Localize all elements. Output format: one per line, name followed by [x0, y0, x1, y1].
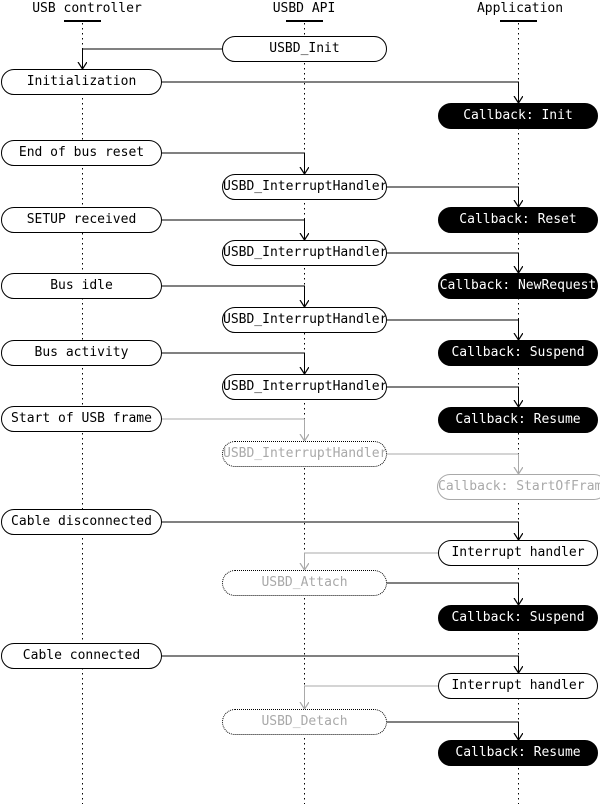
event-box-bus-activity: Bus activity — [1, 340, 162, 366]
event-box-end-of-bus-reset: End of bus reset — [1, 140, 162, 166]
connector-ih4-to-callback-resume — [387, 386, 519, 407]
connector-ih2-to-callback-newrequest — [387, 252, 519, 273]
api-box-usbd-interrupthandler-1: USBD_InterruptHandler — [222, 174, 387, 200]
connector-ih3-to-callback-suspend — [387, 319, 519, 340]
event-box-start-of-usb-frame: Start of USB frame — [1, 406, 162, 432]
connector-setup-to-ih2 — [162, 219, 305, 240]
connector-busactivity-to-ih4 — [162, 352, 305, 374]
connector-cableconnected-to-interrupthandler2 — [162, 655, 519, 673]
event-box-bus-idle: Bus idle — [1, 273, 162, 299]
callback-box-resume-2: Callback: Resume — [438, 740, 598, 766]
event-box-initialization: Initialization — [1, 69, 162, 95]
connector-ih1-to-callback-reset — [387, 186, 519, 207]
connector-usbddetach-to-callback-resume2 — [387, 721, 519, 740]
connector-interrupthandler1-to-usbdattach — [305, 552, 438, 570]
connector-usbdinit-to-initialization — [83, 48, 222, 69]
event-box-setup-received: SETUP received — [1, 207, 162, 233]
callback-box-startofframe: Callback: StartOfFrame — [437, 474, 600, 500]
lane-header-application: Application — [476, 1, 564, 16]
lane-header-usb-controller: USB controller — [32, 1, 142, 16]
callback-box-init: Callback: Init — [438, 103, 598, 129]
api-box-usbd-interrupthandler-3: USBD_InterruptHandler — [222, 307, 387, 333]
lane-underline-application — [500, 20, 537, 22]
api-box-usbd-interrupthandler-inactive: USBD_InterruptHandler — [222, 441, 387, 467]
callback-box-newrequest: Callback: NewRequest — [438, 273, 598, 299]
connector-ih5-to-callback-startofframe — [387, 453, 519, 474]
api-box-usbd-init: USBD_Init — [222, 36, 387, 62]
lane-underline-usbd-api — [286, 20, 323, 22]
api-box-usbd-attach: USBD_Attach — [222, 570, 387, 596]
api-box-usbd-detach: USBD_Detach — [222, 709, 387, 735]
connector-busidle-to-ih3 — [162, 285, 305, 307]
lane-underline-usb-controller — [64, 20, 101, 22]
callback-box-suspend-1: Callback: Suspend — [438, 340, 598, 366]
interrupt-handler-box-2: Interrupt handler — [438, 673, 598, 699]
connector-usbdattach-to-callback-suspend2 — [387, 582, 519, 605]
connector-busreset-to-ih1 — [162, 152, 305, 174]
interrupt-handler-box-1: Interrupt handler — [438, 540, 598, 566]
connector-cabledisconnected-to-interrupthandler1 — [162, 521, 519, 540]
api-box-usbd-interrupthandler-4: USBD_InterruptHandler — [222, 374, 387, 400]
callback-box-suspend-2: Callback: Suspend — [438, 605, 598, 631]
callback-box-reset: Callback: Reset — [438, 207, 598, 233]
connector-initialization-to-callback-init — [162, 81, 519, 103]
connector-startofframe-to-ih5 — [162, 418, 305, 441]
api-box-usbd-interrupthandler-2: USBD_InterruptHandler — [222, 240, 387, 266]
callback-box-resume-1: Callback: Resume — [438, 407, 598, 433]
connector-interrupthandler2-to-usbddetach — [305, 685, 438, 709]
lane-header-usbd-api: USBD API — [272, 1, 336, 16]
event-box-cable-connected: Cable connected — [1, 643, 162, 669]
event-box-cable-disconnected: Cable disconnected — [1, 509, 162, 535]
